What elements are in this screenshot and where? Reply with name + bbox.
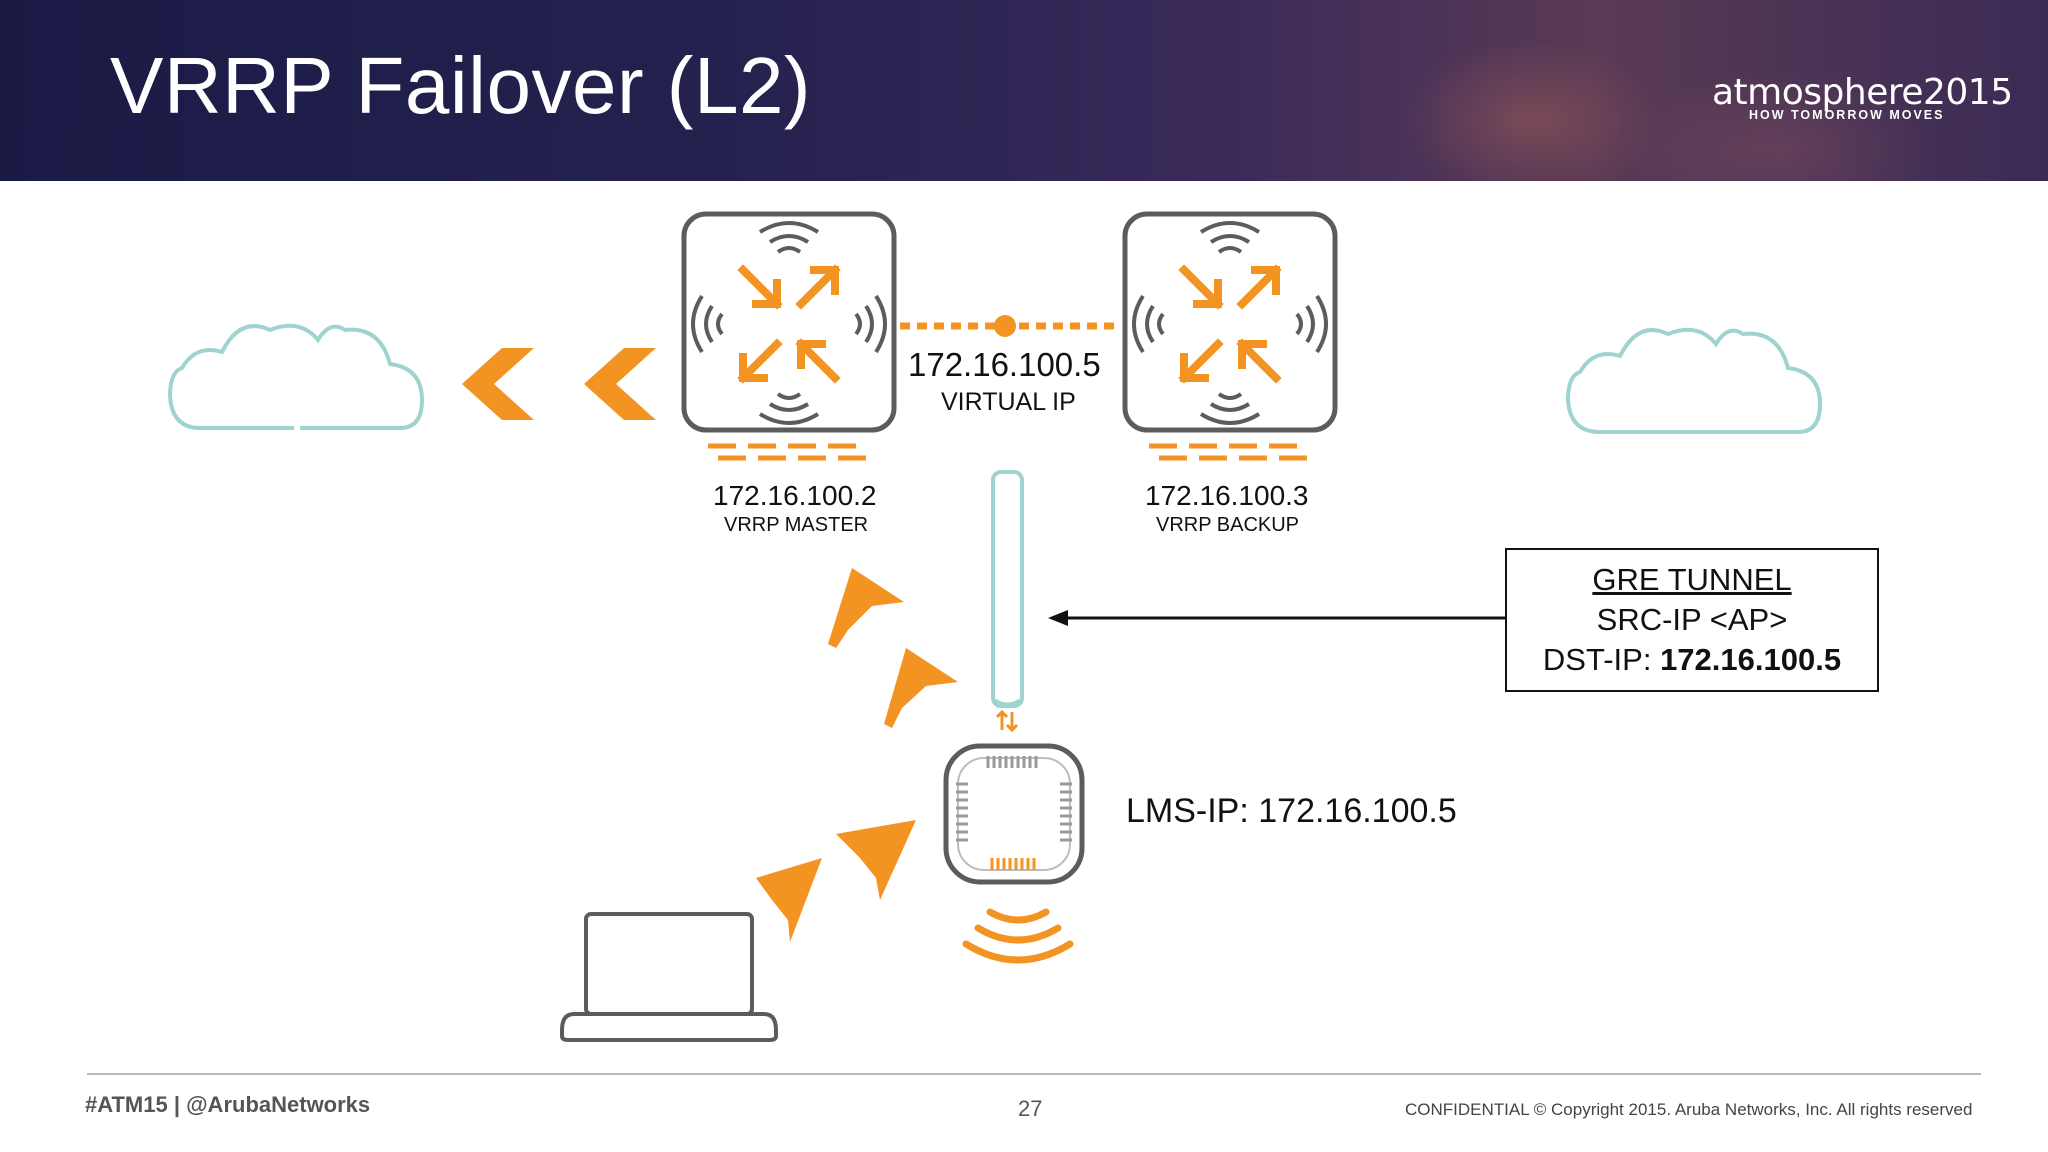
gre-tunnel-tube — [991, 470, 1024, 708]
gre-tunnel-title: GRE TUNNEL — [1592, 562, 1792, 597]
traffic-chevrons-left-icon — [462, 348, 656, 420]
slide-title: VRRP Failover (L2) — [110, 41, 812, 130]
brand-tagline: HOW TOMORROW MOVES — [1749, 108, 1945, 122]
slide-header: VRRP Failover (L2) atmosphere2015 HOW TO… — [0, 0, 2048, 181]
footer-copyright: CONFIDENTIAL © Copyright 2015. Aruba Net… — [1405, 1100, 1973, 1119]
virtual-ip-label: 172.16.100.5 — [908, 346, 1101, 383]
gre-dst-label: DST-IP: — [1542, 642, 1661, 677]
footer-hashtag: #ATM15 | @ArubaNetworks — [85, 1092, 371, 1117]
master-role-label: VRRP MASTER — [724, 514, 869, 536]
virtual-ip-caption: VIRTUAL IP — [941, 388, 1076, 416]
backup-ip-label: 172.16.100.3 — [1145, 480, 1309, 511]
gre-src-ip: SRC-IP <AP> — [1596, 602, 1788, 637]
master-controller-icon — [681, 211, 897, 461]
brand-name: atmosphere — [1712, 72, 1924, 113]
laptop-icon — [560, 912, 778, 1042]
lms-ip-label: LMS-IP: 172.16.100.5 — [1126, 792, 1457, 830]
traffic-chevrons-ap-icon — [756, 820, 916, 942]
page-number: 27 — [1018, 1096, 1043, 1121]
traffic-chevrons-up-icon — [828, 568, 958, 728]
ap-wireless-waves-icon — [962, 908, 1074, 964]
bidirectional-arrows-icon — [995, 709, 1019, 733]
right-cloud-icon — [1565, 327, 1823, 434]
master-ip-label: 172.16.100.2 — [713, 480, 877, 511]
gre-pointer-arrow — [1048, 610, 1505, 626]
gre-dst-value: 172.16.100.5 — [1660, 642, 1842, 677]
gre-dst-ip: DST-IP: 172.16.100.5 — [1507, 640, 1877, 680]
gre-tunnel-box: GRE TUNNEL SRC-IP <AP> DST-IP: 172.16.10… — [1505, 548, 1879, 692]
brand-year: 2015 — [1923, 72, 2013, 113]
left-cloud-icon — [167, 323, 425, 431]
backup-controller-icon — [1122, 211, 1338, 461]
vrrp-link — [900, 315, 1120, 337]
footer-divider — [87, 1073, 1981, 1075]
access-point-icon — [943, 743, 1085, 885]
brand-logo: atmosphere2015 — [1712, 72, 2013, 113]
header-glow — [1400, 40, 1660, 181]
backup-role-label: VRRP BACKUP — [1156, 514, 1300, 536]
